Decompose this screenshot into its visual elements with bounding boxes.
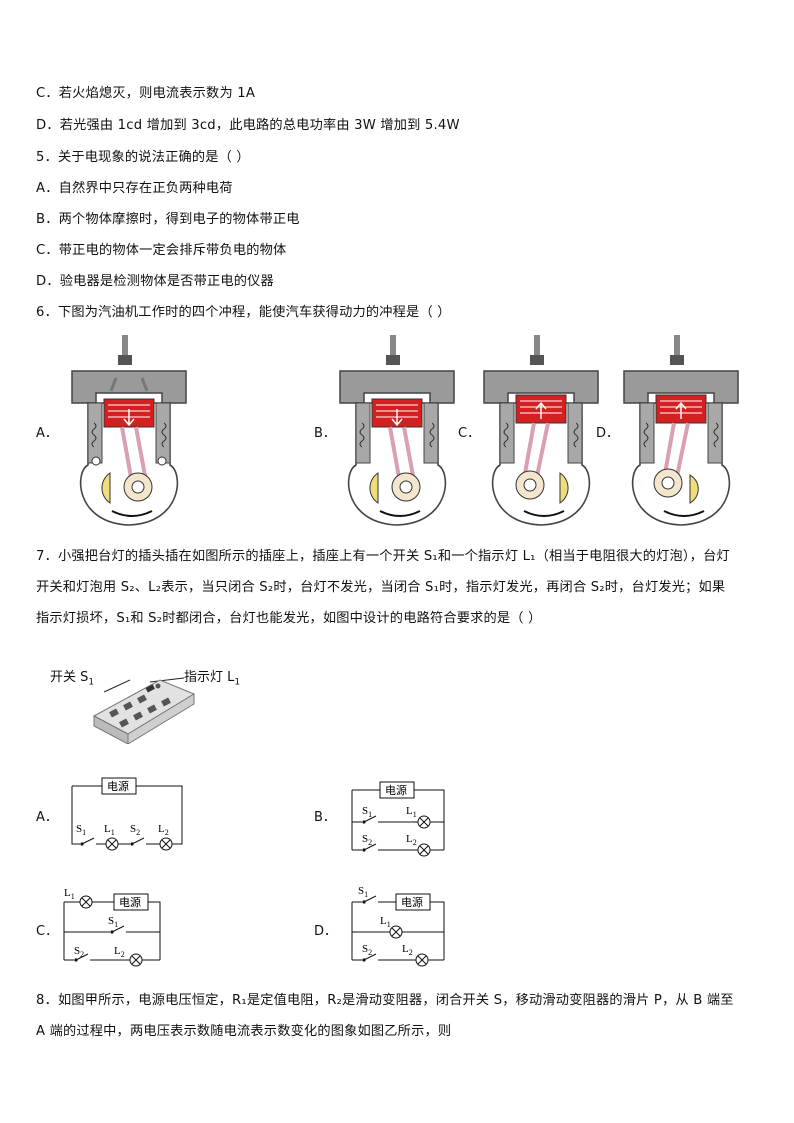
- svg-text:L1: L1: [64, 887, 75, 901]
- engine-diagram-a: [71, 335, 187, 526]
- switch-s1-label: 开关 S1: [50, 670, 95, 688]
- circuit-diagram-d: S1 电源 L1 S2 L2: [351, 885, 445, 967]
- svg-text:S2: S2: [74, 945, 84, 959]
- power-source-label: 电源: [107, 779, 129, 793]
- power-strip-image: [92, 677, 196, 744]
- svg-text:L1: L1: [104, 823, 115, 837]
- q6-stem: 6．下图为汽油机工作时的四个冲程，能使汽车获得动力的冲程是（ ）: [36, 305, 451, 320]
- svg-text:S2: S2: [130, 823, 140, 837]
- engine-diagram-b: [339, 335, 455, 526]
- engine-diagram-d: [623, 335, 739, 526]
- q5-option-b: B．两个物体摩擦时，得到电子的物体带正电: [36, 212, 300, 227]
- q6-label-c: C．: [458, 426, 481, 441]
- circuit-diagram-c: L1 电源 S1 S2 L2: [63, 887, 161, 967]
- q6-label-a: A．: [36, 426, 58, 441]
- q7-stem-line-1: 7．小强把台灯的插头插在如图所示的插座上，插座上有一个开关 S₁和一个指示灯 L…: [36, 549, 730, 564]
- svg-text:S1: S1: [76, 823, 86, 837]
- q7-label-b: B．: [314, 810, 336, 825]
- svg-text:L2: L2: [406, 833, 417, 847]
- svg-text:电源: 电源: [385, 783, 407, 797]
- q6-label-d: D．: [596, 426, 620, 441]
- q7-stem-line-2: 开关和灯泡用 S₂、L₂表示，当只闭合 S₂时，台灯不发光，当闭合 S₁时，指示…: [36, 580, 726, 595]
- q4-option-c: C．若火焰熄灭，则电流表示数为 1A: [36, 86, 256, 101]
- svg-text:L1: L1: [380, 915, 391, 929]
- q8-stem-line-2: A 端的过程中，两电压表示数随电流表示数变化的图象如图乙所示，则: [36, 1024, 452, 1039]
- q7-label-c: C．: [36, 924, 59, 939]
- svg-text:S1: S1: [358, 885, 368, 899]
- q7-label-a: A．: [36, 810, 58, 825]
- svg-text:L2: L2: [114, 945, 125, 959]
- q7-label-d: D．: [314, 924, 338, 939]
- svg-text:S2: S2: [362, 943, 372, 957]
- svg-text:电源: 电源: [401, 895, 423, 909]
- q5-option-a: A．自然界中只存在正负两种电荷: [36, 181, 233, 196]
- engine-diagram-c: [483, 335, 599, 526]
- q7-stem-line-3: 指示灯损坏，S₁和 S₂时都闭合，台灯也能发光，如图中设计的电路符合要求的是（ …: [36, 611, 542, 626]
- q8-stem-line-1: 8．如图甲所示，电源电压恒定，R₁是定值电阻，R₂是滑动变阻器，闭合开关 S，移…: [36, 993, 734, 1008]
- q5-option-c: C．带正电的物体一定会排斥带负电的物体: [36, 243, 287, 258]
- svg-text:S1: S1: [362, 805, 372, 819]
- q6-label-b: B．: [314, 426, 336, 441]
- q5-option-d: D．验电器是检测物体是否带正电的仪器: [36, 274, 274, 289]
- q5-stem: 5．关于电现象的说法正确的是（ ）: [36, 150, 250, 165]
- indicator-l1-label: 指示灯 L1: [184, 670, 241, 688]
- q4-option-d: D．若光强由 1cd 增加到 3cd，此电路的总电功率由 3W 增加到 5.4W: [36, 118, 460, 133]
- svg-text:L2: L2: [402, 943, 413, 957]
- svg-text:L2: L2: [158, 823, 169, 837]
- circuit-diagram-a: 电源 S1 L1 S2 L2: [71, 777, 183, 851]
- svg-text:S1: S1: [108, 915, 118, 929]
- svg-text:电源: 电源: [119, 895, 141, 909]
- circuit-diagram-b: 电源 S1 L1 S2 L2: [351, 781, 445, 857]
- svg-text:S2: S2: [362, 833, 372, 847]
- svg-text:L1: L1: [406, 805, 417, 819]
